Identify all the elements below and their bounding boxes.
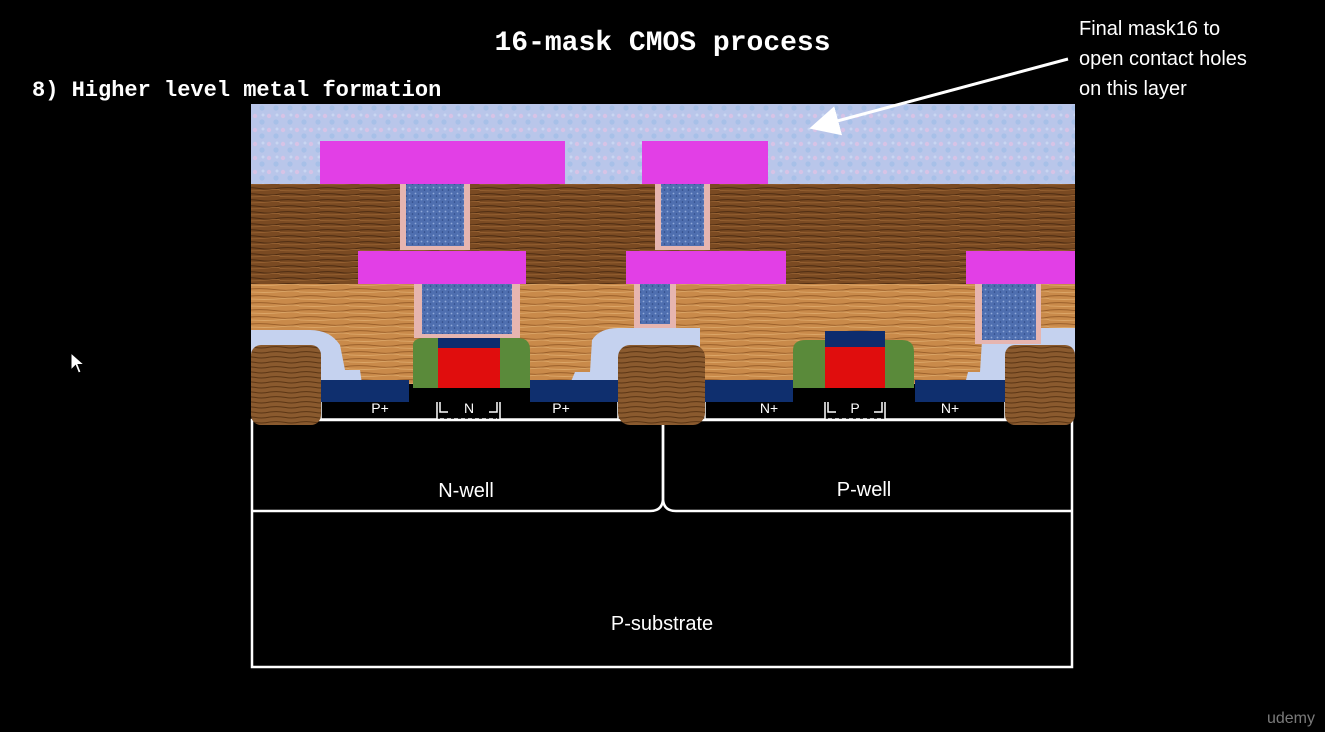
label-p-channel: P: [850, 400, 859, 416]
metal1-lines: [358, 251, 1075, 284]
udemy-watermark: udemy: [1266, 710, 1315, 727]
metal2-lines: [320, 141, 768, 184]
pmos-gate: [413, 332, 530, 388]
slide-title: 16-mask CMOS process: [494, 28, 831, 59]
label-n-plus-1: N+: [760, 400, 778, 416]
label-p-well: P-well: [837, 479, 891, 501]
label-p-plus-1: P+: [371, 400, 389, 416]
lower-vias: [414, 284, 1041, 344]
shallow-trench-isolation: [251, 345, 1075, 425]
nmos-gate: [793, 331, 914, 388]
annotation-line-1: Final mask16 to: [1079, 18, 1221, 40]
annotation-text: Final mask16 to open contact holes on th…: [1079, 14, 1247, 104]
label-n-plus-2: N+: [941, 400, 959, 416]
mouse-pointer-icon: [70, 352, 86, 374]
annotation-line-3: on this layer: [1079, 78, 1187, 100]
label-p-substrate: P-substrate: [611, 613, 713, 635]
label-n-well: N-well: [438, 480, 494, 502]
upper-vias: [400, 184, 710, 250]
step-title: 8) Higher level metal formation: [32, 78, 442, 103]
diffusion-regions: [321, 380, 1005, 402]
annotation-arrow-icon: [809, 57, 1069, 136]
annotation-line-2: open contact holes: [1079, 48, 1247, 70]
label-p-plus-2: P+: [552, 400, 570, 416]
label-n-channel: N: [464, 400, 474, 416]
